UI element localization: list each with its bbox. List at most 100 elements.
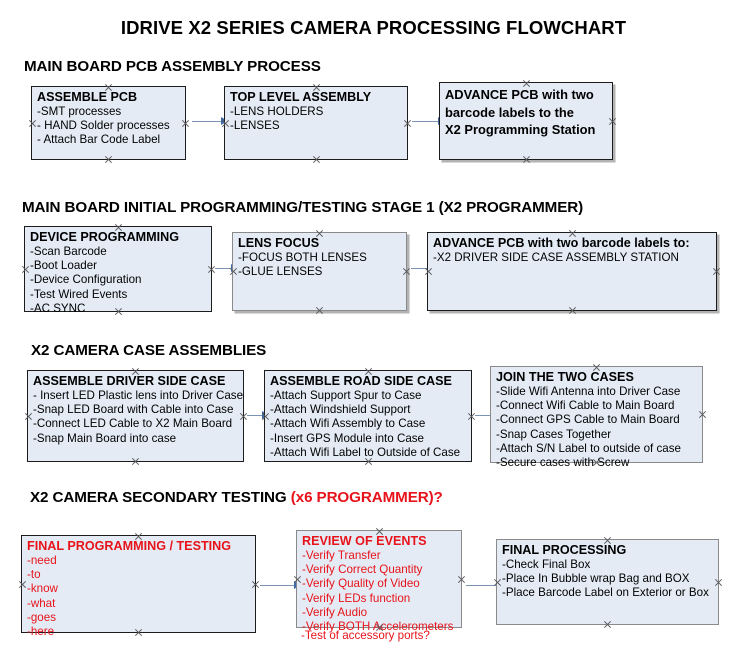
box-line: -what bbox=[27, 596, 56, 610]
box-line: -AC SYNC bbox=[30, 301, 86, 315]
box-title: LENS FOCUS bbox=[238, 236, 320, 250]
box-line: -Attach Windshield Support bbox=[270, 403, 411, 417]
resize-handle-right[interactable] bbox=[712, 267, 721, 276]
box-title: REVIEW OF EVENTS bbox=[302, 534, 427, 548]
resize-handle-bottom[interactable] bbox=[522, 155, 531, 164]
resize-handle-right[interactable] bbox=[181, 119, 190, 128]
resize-handle-bottom[interactable] bbox=[568, 306, 577, 315]
box-line: -Verify LEDs function bbox=[302, 591, 411, 605]
section-heading-4-text: X2 CAMERA SECONDARY TESTING bbox=[30, 489, 291, 506]
box-line: -SMT processes bbox=[37, 105, 122, 118]
resize-handle-bottom[interactable] bbox=[603, 620, 612, 629]
connector-shaft bbox=[260, 585, 300, 587]
section-heading-4: X2 CAMERA SECONDARY TESTING (x6 PROGRAMM… bbox=[30, 489, 443, 506]
box-title: ASSEMBLE DRIVER SIDE CASE bbox=[33, 374, 226, 388]
connector-arrow-4a bbox=[260, 581, 301, 590]
resize-handle-right[interactable] bbox=[402, 267, 411, 276]
box-line: -Verify Transfer bbox=[302, 549, 381, 562]
box-final-processing[interactable]: FINAL PROCESSING -Check Final Box -Place… bbox=[496, 539, 719, 625]
box-line: -Connect GPS Cable to Main Board bbox=[496, 413, 680, 427]
box-line: -Verify BOTH Accelerometers bbox=[302, 620, 454, 634]
box-line: - Attach Bar Code Label bbox=[37, 133, 161, 147]
box-title: TOP LEVEL ASSEMBLY bbox=[230, 90, 372, 104]
box-line: -here bbox=[27, 625, 55, 639]
resize-handle-bottom[interactable] bbox=[312, 155, 321, 164]
section-heading-2-text: MAIN BOARD INITIAL PROGRAMMING/TESTING S… bbox=[22, 199, 584, 216]
box-line: -Insert GPS Module into Case bbox=[270, 431, 425, 445]
resize-handle-right[interactable] bbox=[457, 575, 466, 584]
resize-handle-right[interactable] bbox=[251, 580, 260, 589]
box-line: -Attach Wifi Label to Outside of Case bbox=[270, 445, 461, 459]
box-line: -Slide Wifi Antenna into Driver Case bbox=[496, 385, 681, 398]
box-assemble-road-side-case[interactable]: ASSEMBLE ROAD SIDE CASE -Attach Support … bbox=[264, 370, 472, 462]
resize-handle-left[interactable] bbox=[18, 580, 27, 589]
connector-shaft bbox=[412, 121, 444, 123]
box-title: DEVICE PROGRAMMING bbox=[30, 230, 180, 244]
box-line: -GLUE LENSES bbox=[238, 265, 323, 279]
box-assemble-driver-side-case[interactable]: ASSEMBLE DRIVER SIDE CASE - Insert LED P… bbox=[27, 370, 244, 462]
box-line: -Connect LED Cable to X2 Main Board bbox=[33, 417, 233, 431]
resize-handle-right[interactable] bbox=[403, 119, 412, 128]
box-line: -Test Wired Events bbox=[30, 287, 128, 301]
box-line: - HAND Solder processes bbox=[37, 119, 170, 133]
section-heading-1-text: MAIN BOARD PCB ASSEMBLY PROCESS bbox=[24, 58, 321, 75]
connector-shaft bbox=[475, 415, 496, 417]
box-title: ADVANCE PCB with two barcode labels to: bbox=[433, 236, 690, 250]
box-title: FINAL PROCESSING bbox=[502, 543, 627, 557]
box-title: JOIN THE TWO CASES bbox=[496, 370, 634, 384]
page-title: IDRIVE X2 SERIES CAMERA PROCESSING FLOWC… bbox=[120, 17, 627, 38]
resize-handle-bottom[interactable] bbox=[104, 155, 113, 164]
box-assemble-pcb[interactable]: ASSEMBLE PCB -SMT processes - HAND Solde… bbox=[31, 86, 186, 160]
resize-handle-right[interactable] bbox=[698, 410, 707, 419]
resize-handle-left[interactable] bbox=[28, 119, 37, 128]
box-final-programming-testing[interactable]: FINAL PROGRAMMING / TESTING -need -to -k… bbox=[18, 535, 256, 638]
box-line: -Place Barcode Label on Exterior or Box bbox=[502, 586, 709, 600]
box-advance-pcb-driver-side[interactable]: ADVANCE PCB with two barcode labels to: … bbox=[427, 232, 717, 311]
box-advance-pcb-programming-station[interactable]: ADVANCE PCB with two barcode labels to t… bbox=[439, 82, 613, 160]
section-heading-4-accent: (x6 PROGRAMMER)? bbox=[290, 489, 443, 506]
connector-shaft bbox=[411, 268, 435, 270]
box-title: FINAL PROGRAMMING / TESTING bbox=[27, 539, 232, 553]
box-title-line: X2 Programming Station bbox=[445, 122, 596, 137]
box-line: -Verify Quality of Video bbox=[302, 577, 420, 591]
resize-handle-right[interactable] bbox=[714, 578, 723, 587]
connector-shaft bbox=[247, 415, 268, 417]
section-heading-3: X2 CAMERA CASE ASSEMBLIES bbox=[31, 342, 266, 359]
box-line: -Snap LED Board with Cable into Case bbox=[33, 403, 234, 417]
resize-handle-right[interactable] bbox=[608, 117, 617, 126]
connector-shaft bbox=[192, 121, 227, 123]
box-device-programming[interactable]: DEVICE PROGRAMMING -Scan Barcode -Boot L… bbox=[21, 226, 212, 315]
box-line: - Insert LED Plastic lens into Driver Ca… bbox=[33, 389, 244, 402]
box-line: -Boot Loader bbox=[30, 259, 98, 273]
box-title-line: ADVANCE PCB with two bbox=[445, 87, 594, 102]
box-line: -Connect Wifi Cable to Main Board bbox=[496, 399, 675, 413]
box-line: -Place In Bubble wrap Bag and BOX bbox=[502, 572, 690, 586]
box-join-the-two-cases[interactable]: JOIN THE TWO CASES -Slide Wifi Antenna i… bbox=[490, 366, 703, 469]
box-line: -LENSES bbox=[230, 119, 280, 133]
box-line: -Snap Main Board into case bbox=[33, 431, 177, 445]
box-line: -X2 DRIVER SIDE CASE ASSEMBLY STATION bbox=[433, 251, 679, 264]
box-review-of-events[interactable]: REVIEW OF EVENTS -Verify Transfer -Verif… bbox=[296, 530, 462, 633]
box-line: -Verify Correct Quantity bbox=[302, 563, 423, 577]
resize-handle-left[interactable] bbox=[24, 412, 33, 421]
box-line: -Attach S/N Label to outside of case bbox=[496, 441, 681, 455]
resize-handle-bottom[interactable] bbox=[315, 306, 324, 315]
resize-handle-left[interactable] bbox=[21, 265, 30, 274]
section-heading-3-text: X2 CAMERA CASE ASSEMBLIES bbox=[31, 342, 267, 359]
box-line: -Attach Wifi Assembly to Case bbox=[270, 417, 426, 431]
box-line: -Scan Barcode bbox=[30, 245, 107, 258]
box-line: -goes bbox=[27, 610, 57, 624]
box-line: -Check Final Box bbox=[502, 558, 591, 571]
box-line: -Verify Audio bbox=[302, 605, 368, 619]
connector-shaft bbox=[466, 585, 502, 587]
box-line: -Secure cases with Screw bbox=[496, 456, 630, 470]
resize-handle-bottom[interactable] bbox=[131, 457, 140, 466]
box-line: -Attach Support Spur to Case bbox=[270, 389, 422, 402]
section-heading-2: MAIN BOARD INITIAL PROGRAMMING/TESTING S… bbox=[22, 199, 583, 216]
box-line: -to bbox=[27, 568, 41, 582]
connector-arrow-1a bbox=[192, 117, 228, 126]
box-line: -need bbox=[27, 554, 57, 567]
box-top-level-assembly[interactable]: TOP LEVEL ASSEMBLY -LENS HOLDERS -LENSES bbox=[224, 86, 408, 160]
box-lens-focus[interactable]: LENS FOCUS -FOCUS BOTH LENSES -GLUE LENS… bbox=[232, 232, 407, 311]
